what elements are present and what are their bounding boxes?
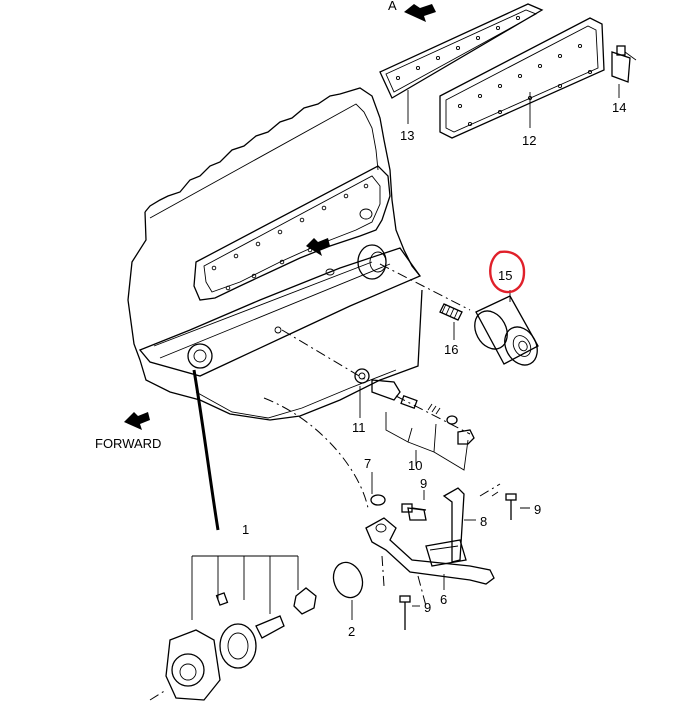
nipple-16[interactable] [439, 303, 463, 321]
o-ring-7[interactable] [370, 494, 386, 506]
arrow-a-icon [404, 4, 436, 22]
label-part-15[interactable]: 15 [498, 268, 512, 283]
label-a-top: A [388, 0, 397, 13]
label-part-2[interactable]: 2 [348, 624, 355, 639]
forward-arrow-icon [124, 412, 150, 430]
relief-valve-10[interactable] [371, 379, 475, 445]
label-part-8[interactable]: 8 [480, 514, 487, 529]
label-part-6[interactable]: 6 [440, 592, 447, 607]
label-part-10[interactable]: 10 [408, 458, 422, 473]
label-part-16[interactable]: 16 [444, 342, 458, 357]
strainer-pipe-6[interactable] [365, 517, 495, 585]
bracket-8[interactable] [407, 487, 465, 563]
bolt-14[interactable] [611, 45, 637, 98]
arrow-block-icon [306, 238, 330, 256]
label-part-13[interactable]: 13 [400, 128, 414, 143]
bolt-9a[interactable] [505, 493, 517, 520]
label-part-14[interactable]: 14 [612, 100, 626, 115]
oil-filter-15[interactable] [468, 295, 543, 371]
gasket-13[interactable] [379, 3, 544, 99]
highlight-circle [489, 250, 526, 294]
label-part-7[interactable]: 7 [364, 456, 371, 471]
bolt-9b[interactable] [399, 595, 411, 630]
label-part-9b[interactable]: 9 [534, 502, 541, 517]
bolt-9c[interactable] [401, 503, 427, 513]
label-part-1[interactable]: 1 [242, 522, 249, 537]
washer-11[interactable] [354, 368, 370, 384]
label-forward: FORWARD [95, 436, 161, 451]
label-part-11[interactable]: 11 [352, 420, 366, 435]
gasket-12[interactable] [439, 17, 605, 139]
label-part-9c[interactable]: 9 [424, 600, 431, 615]
label-part-9a[interactable]: 9 [420, 476, 427, 491]
oil-pump-1[interactable] [149, 555, 317, 701]
o-ring-2[interactable] [329, 558, 368, 601]
engine-block [127, 87, 423, 421]
label-part-12[interactable]: 12 [522, 133, 536, 148]
